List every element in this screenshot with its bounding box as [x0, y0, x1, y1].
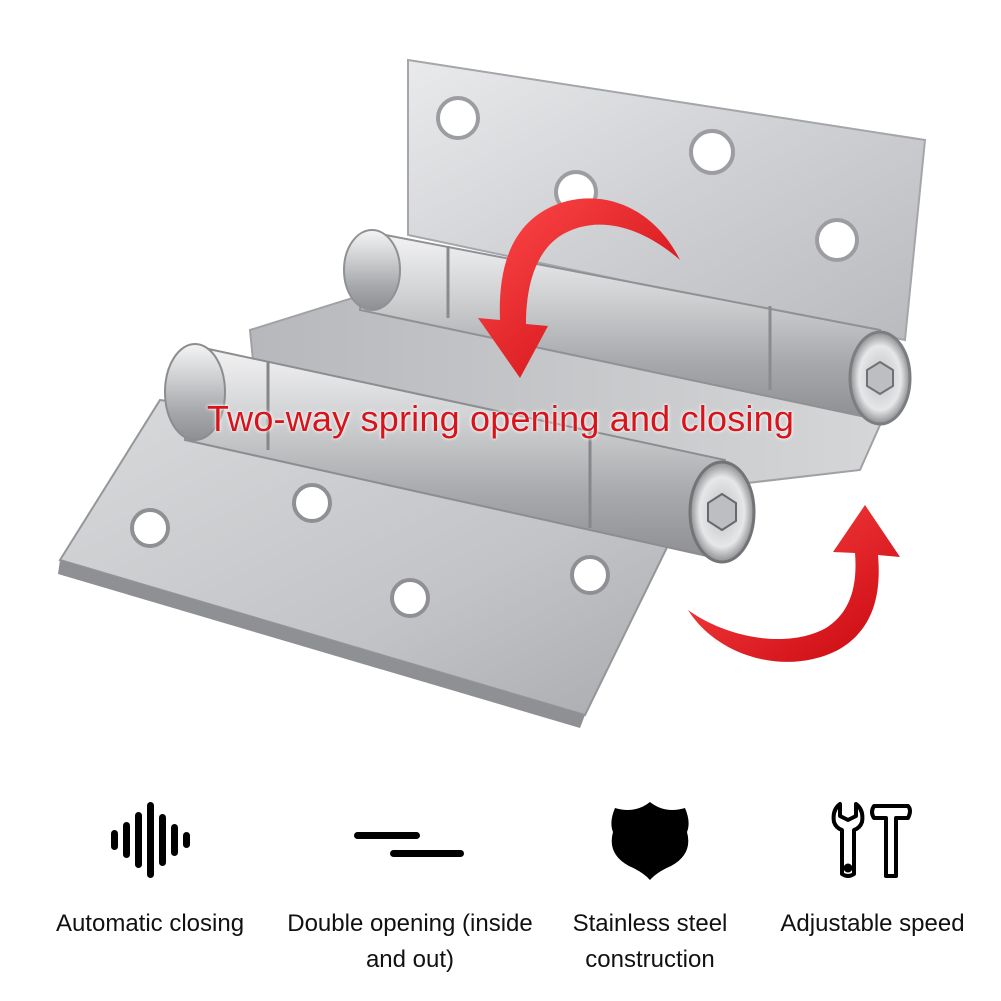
front-barrel — [164, 343, 756, 564]
feature-label: Adjustable speed — [780, 910, 965, 937]
feature-label: Automatic closing — [55, 910, 245, 937]
feature-automatic-closing: Automatic closing — [30, 800, 270, 942]
front-leaf-holes — [130, 483, 610, 618]
back-barrel — [343, 229, 912, 426]
rotate-down-arrow — [478, 198, 680, 378]
feature-double-opening: Double opening (inside and out) — [265, 800, 555, 978]
wrench-hammer-icon — [831, 802, 912, 878]
shield-icon — [611, 802, 689, 880]
sound-wave-icon — [111, 802, 190, 878]
feature-label: Stainless steel construction — [572, 910, 728, 973]
hinge-illustration — [58, 58, 927, 728]
headline-text: Two-way spring opening and closing — [206, 398, 795, 439]
feature-adjustable-speed: Adjustable speed — [755, 800, 990, 942]
feature-stainless-steel: Stainless steel construction — [545, 800, 755, 978]
feature-label: Double opening (inside and out) — [287, 910, 533, 973]
double-lines-icon — [354, 832, 464, 857]
back-leaf — [407, 58, 927, 342]
rotate-up-arrow — [688, 505, 900, 662]
